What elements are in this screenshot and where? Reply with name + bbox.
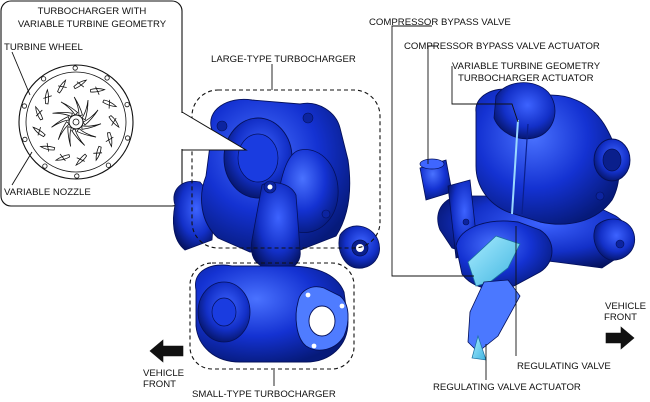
nozzle-vane <box>90 86 106 95</box>
turbine-blade <box>82 109 99 126</box>
nozzle-vane <box>73 79 88 90</box>
nozzle-vane <box>102 99 118 109</box>
turbine-blade <box>60 101 79 116</box>
small-turbocharger-outline <box>189 262 355 370</box>
regulating-valve-actuator-label: REGULATING VALVE ACTUATOR <box>433 382 581 393</box>
nozzle-vane <box>108 115 120 129</box>
turbine-blade <box>76 127 97 138</box>
turbine-blade <box>52 112 73 118</box>
nozzle-vane <box>32 126 46 138</box>
vehicle-front-arrow-left <box>149 339 184 363</box>
vehicle-front-right-line1: VEHICLE <box>605 301 646 312</box>
nozzle-vane <box>43 88 52 105</box>
nozzle-vane <box>35 105 44 121</box>
variable-nozzle-label: VARIABLE NOZZLE <box>4 187 91 198</box>
vtg-inset <box>0 0 183 207</box>
inset-title-line1: TURBOCHARGER WITH <box>38 6 147 17</box>
nozzle-ring-bolts <box>21 65 131 179</box>
right-turbocharger-assembly <box>391 25 636 380</box>
turbine-blade <box>81 123 102 130</box>
nozzle-ring-bolt <box>22 136 28 142</box>
regulating-valve-highlight <box>467 235 521 287</box>
turbine-blade <box>81 99 89 121</box>
nozzle-ring-bolt <box>42 163 48 169</box>
large-turbocharger-label: LARGE-TYPE TURBOCHARGER <box>211 54 356 65</box>
vtg-actuator-label-line2: TURBOCHARGER ACTUATOR <box>458 73 594 84</box>
nozzle-ring-bolt <box>124 102 130 108</box>
nozzle-vane <box>54 153 71 162</box>
vehicle-front-right-line2: FRONT <box>604 312 637 323</box>
turbine-blade <box>57 121 70 140</box>
nozzle-ring-inner <box>25 71 127 173</box>
nozzle-vane <box>105 132 114 148</box>
nozzle-ring-bolt <box>74 173 80 179</box>
vehicle-front-left-line1: VEHICLE <box>143 368 184 379</box>
turbine-blade <box>67 126 72 147</box>
regulating-valve-label: REGULATING VALVE <box>517 361 611 372</box>
turbine-wheel-label: TURBINE WHEEL <box>4 42 84 53</box>
vehicle-front-left-line2: FRONT <box>143 379 176 390</box>
turbine-blade <box>71 128 86 146</box>
inset-title-line2: VARIABLE TURBINE GEOMETRY <box>18 19 167 30</box>
turbine-blade <box>73 96 83 117</box>
nozzle-vane <box>75 153 88 166</box>
vtg-actuator-label-line1: VARIABLE TURBINE GEOMETRY <box>452 61 601 72</box>
turbine-wheel-blades <box>51 96 102 147</box>
nozzle-ring-bolt <box>105 162 112 168</box>
small-turbocharger-label: SMALL-TYPE TURBOCHARGER <box>192 389 336 400</box>
vehicle-front-arrow-right <box>605 326 635 350</box>
nozzle-vane <box>39 142 56 152</box>
compressor-bypass-valve-actuator-label: COMPRESSOR BYPASS VALVE ACTUATOR <box>404 41 600 52</box>
variable-nozzle-vanes <box>32 79 120 166</box>
nozzle-vane <box>57 79 67 94</box>
nozzle-ring-bolt <box>72 65 78 71</box>
nozzle-ring-bolt <box>40 76 47 82</box>
nozzle-vane <box>93 145 103 162</box>
nozzle-ring-bolt <box>104 75 110 81</box>
nozzle-ring-bolt <box>21 103 27 109</box>
left-turbocharger-assembly <box>149 64 381 386</box>
nozzle-ring-bolt <box>125 135 131 141</box>
compressor-bypass-valve-label: COMPRESSOR BYPASS VALVE <box>369 17 511 28</box>
turbine-blade <box>51 116 70 128</box>
